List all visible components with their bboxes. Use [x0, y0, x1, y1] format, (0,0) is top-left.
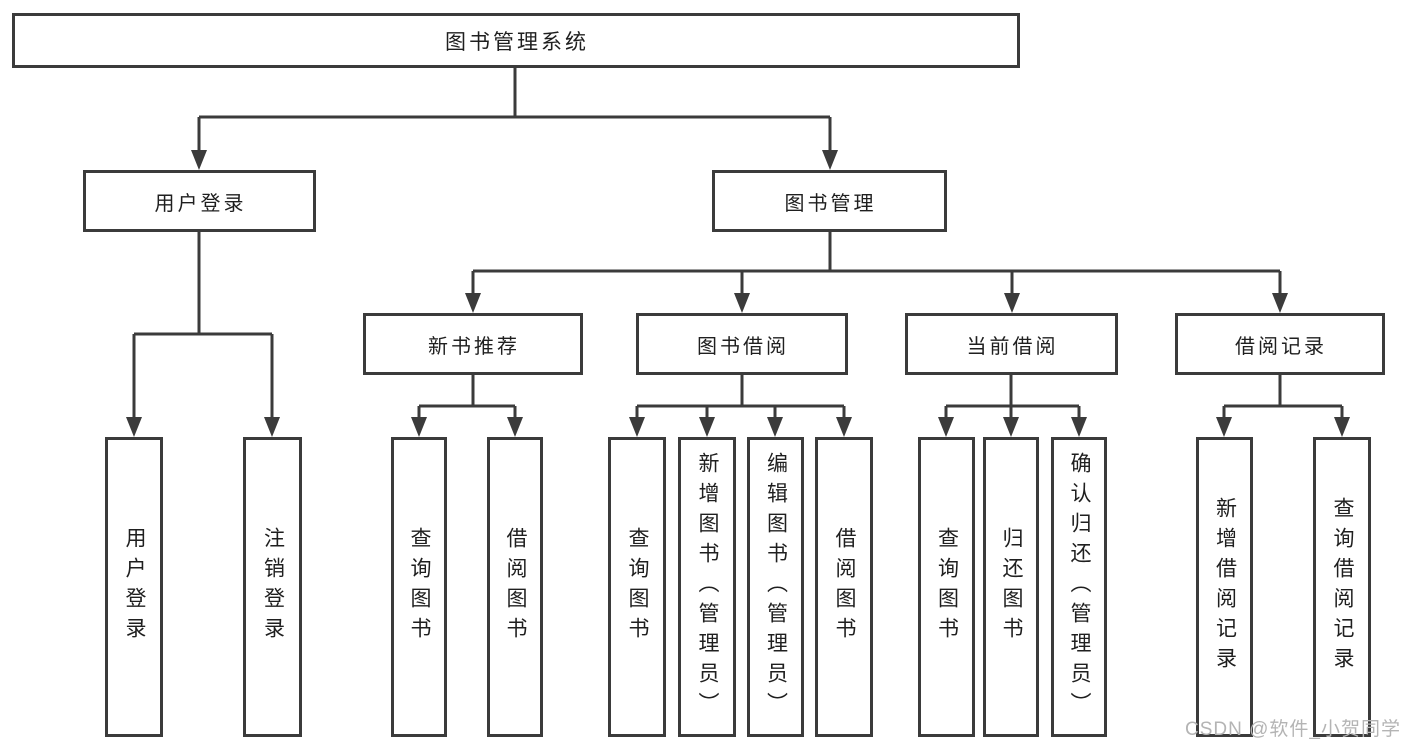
leaf-borrow-borrow-books: 借阅图书 [815, 437, 873, 737]
node-label: 图书管理 [784, 192, 877, 215]
arrowhead-down-icon [836, 417, 852, 437]
arrowhead-down-icon [767, 417, 783, 437]
leaf-recommend-borrow-books: 借阅图书 [487, 437, 543, 737]
connector-book-management-to-level3 [465, 232, 1288, 313]
leaf-borrow-edit-books-admin: 编辑图书（管理员） [747, 437, 804, 737]
arrowhead-down-icon [1272, 293, 1288, 313]
connector-new-book-recommend-to-leaves [411, 375, 523, 437]
node-label: 新书推荐 [428, 335, 520, 358]
node-library-management-system: 图书管理系统 [12, 13, 1020, 68]
leaf-current-return-books: 归还图书 [983, 437, 1039, 737]
node-label: 当前借阅 [966, 335, 1059, 358]
arrowhead-down-icon [734, 293, 750, 313]
node-label: 图书管理系统 [445, 30, 589, 54]
arrowhead-down-icon [191, 150, 207, 170]
arrowhead-down-icon [411, 417, 427, 437]
leaf-label: 用户登录 [123, 527, 146, 647]
node-borrow-records: 借阅记录 [1175, 313, 1385, 375]
node-book-management: 图书管理 [712, 170, 947, 232]
leaf-label: 新增图书（管理员） [696, 452, 719, 722]
arrowhead-down-icon [629, 417, 645, 437]
node-current-borrow: 当前借阅 [905, 313, 1118, 375]
csdn-watermark: CSDN @软件_小贺同学 [1185, 719, 1401, 740]
arrowhead-down-icon [1071, 417, 1087, 437]
connector-current-borrow-to-leaves [938, 375, 1087, 437]
leaf-user-login: 用户登录 [105, 437, 163, 737]
arrowhead-down-icon [938, 417, 954, 437]
leaf-label: 编辑图书（管理员） [764, 452, 788, 722]
connector-book-borrow-to-leaves [629, 375, 852, 437]
leaf-label: 确认归还（管理员） [1068, 452, 1091, 722]
leaf-label: 借阅图书 [504, 527, 527, 647]
arrowhead-down-icon [822, 150, 838, 170]
arrowhead-down-icon [126, 417, 142, 437]
leaf-borrow-query-books: 查询图书 [608, 437, 666, 737]
arrowhead-down-icon [507, 417, 523, 437]
node-user-login: 用户登录 [83, 170, 316, 232]
leaf-recommend-query-books: 查询图书 [391, 437, 447, 737]
leaf-current-confirm-return-admin: 确认归还（管理员） [1051, 437, 1107, 737]
arrowhead-down-icon [465, 293, 481, 313]
node-label: 借阅记录 [1235, 335, 1327, 358]
arrowhead-down-icon [1334, 417, 1350, 437]
node-new-book-recommend: 新书推荐 [363, 313, 583, 375]
node-book-borrow: 图书借阅 [636, 313, 848, 375]
leaf-label: 新增借阅记录 [1213, 497, 1237, 677]
leaf-label: 查询借阅记录 [1331, 497, 1354, 677]
arrowhead-down-icon [1216, 417, 1232, 437]
leaf-label: 归还图书 [1000, 527, 1023, 647]
arrowhead-down-icon [1004, 293, 1020, 313]
leaf-label: 注销登录 [261, 527, 285, 647]
leaf-label: 查询图书 [935, 527, 959, 647]
arrowhead-down-icon [264, 417, 280, 437]
node-label: 用户登录 [154, 192, 247, 215]
node-label: 图书借阅 [697, 335, 789, 358]
leaf-borrow-add-books-admin: 新增图书（管理员） [678, 437, 736, 737]
leaf-current-query-books: 查询图书 [918, 437, 975, 737]
connector-borrow-records-to-leaves [1216, 375, 1350, 437]
connector-user-login-to-leaves [126, 232, 280, 437]
connector-root-to-level2 [191, 68, 838, 170]
leaf-records-query-record: 查询借阅记录 [1313, 437, 1371, 737]
leaf-label: 查询图书 [408, 527, 431, 647]
leaf-logout-login: 注销登录 [243, 437, 302, 737]
arrowhead-down-icon [1003, 417, 1019, 437]
arrowhead-down-icon [699, 417, 715, 437]
leaf-label: 借阅图书 [833, 527, 856, 647]
leaf-records-add-record: 新增借阅记录 [1196, 437, 1253, 737]
leaf-label: 查询图书 [626, 527, 649, 647]
